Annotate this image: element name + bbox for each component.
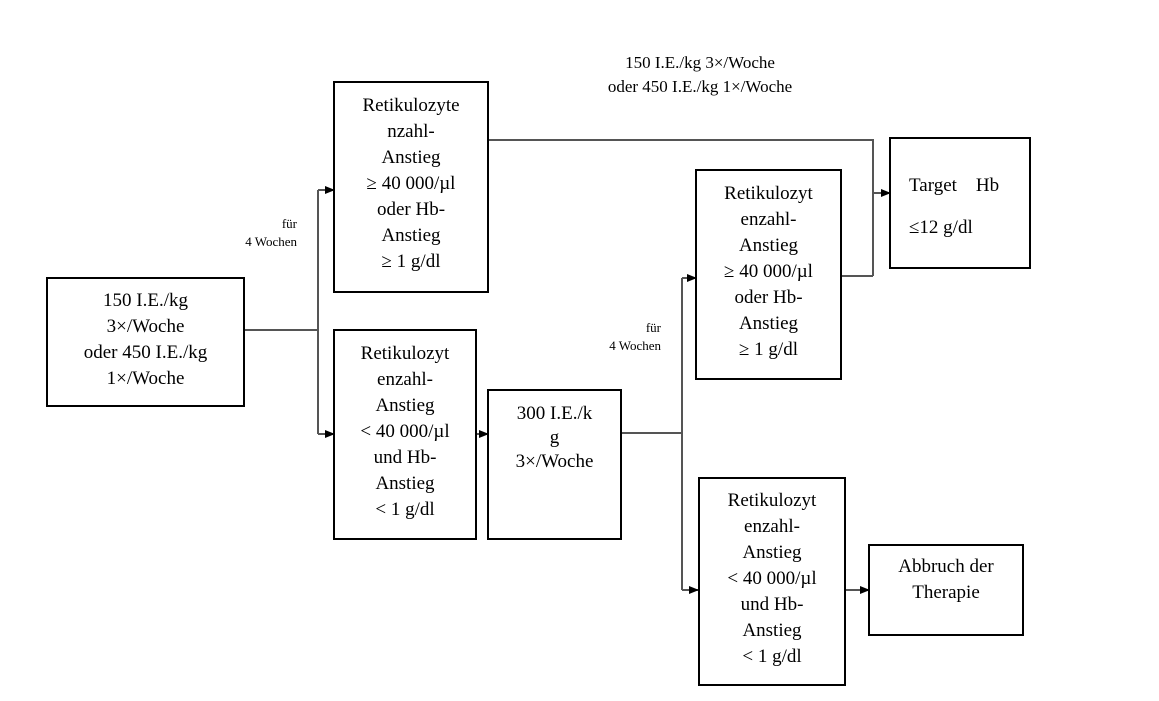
response-2-line: ≥ 40 000/µl <box>724 261 813 282</box>
no-response-2-line: enzahl- <box>744 516 800 537</box>
response-1-line: ≥ 1 g/dl <box>381 251 441 272</box>
stop-therapy-line: Abbruch der <box>898 556 994 577</box>
response-2-line: Anstieg <box>738 313 799 334</box>
connector-response-1-to-target <box>488 139 874 276</box>
response-1-line: Anstieg <box>381 147 441 168</box>
duration-label-line: für <box>645 320 661 335</box>
no-response-1-line: enzahl- <box>377 369 433 390</box>
response-1-line: Retikulozyte <box>362 95 460 116</box>
duration-label-line: für <box>281 216 297 231</box>
no-response-2-line: Anstieg <box>742 542 802 563</box>
response-2-line: oder Hb- <box>734 287 803 308</box>
no-response-1-line: und Hb- <box>373 447 437 468</box>
continue-dose-line: oder 450 I.E./kg 1×/Woche <box>607 77 793 96</box>
first-duration-label: für 4 Wochen <box>222 215 297 251</box>
no-response-box-1: Retikulozyt enzahl- Anstieg < 40 000/µl … <box>333 329 477 540</box>
no-response-1-line: Anstieg <box>375 473 435 494</box>
no-response-1-line: Retikulozyt <box>360 343 450 364</box>
response-1-line: ≥ 40 000/µl <box>366 173 456 194</box>
target-hb-line: ≤12 g/dl <box>909 217 973 238</box>
no-response-2-line: < 1 g/dl <box>742 646 802 667</box>
duration-label-line: 4 Wochen <box>609 338 661 353</box>
start-dose-line: 3×/Woche <box>106 316 185 337</box>
no-response-2-line: und Hb- <box>740 594 804 615</box>
response-2-line: Anstieg <box>738 235 799 256</box>
no-response-2-line: < 40 000/µl <box>727 568 817 589</box>
no-response-2-line: Anstieg <box>742 620 802 641</box>
response-1-line: nzahl- <box>387 121 435 142</box>
stop-therapy-line: Therapie <box>912 582 980 603</box>
continue-dose-line: 150 I.E./kg 3×/Woche <box>625 53 775 72</box>
response-2-line: enzahl- <box>740 209 797 230</box>
response-1-line: Anstieg <box>381 225 441 246</box>
response-box-1: Retikulozyte nzahl- Anstieg ≥ 40 000/µl … <box>333 81 489 293</box>
response-2-line: ≥ 1 g/dl <box>739 339 798 360</box>
start-dose-line: oder 450 I.E./kg <box>83 342 208 363</box>
second-duration-label: für 4 Wochen <box>585 319 661 355</box>
increased-dose-line: 3×/Woche <box>515 451 594 472</box>
no-response-1-line: < 1 g/dl <box>375 499 435 520</box>
increased-dose-line: 300 I.E./k <box>516 403 593 424</box>
target-hb-box: Target Hb ≤12 g/dl <box>889 137 1031 269</box>
increased-dose-box: 300 I.E./k g 3×/Woche <box>487 389 622 540</box>
increased-dose-line: g <box>549 427 560 448</box>
stop-therapy-box: Abbruch der Therapie <box>868 544 1024 636</box>
no-response-1-line: < 40 000/µl <box>360 421 450 442</box>
no-response-1-line: Anstieg <box>375 395 435 416</box>
duration-label-line: 4 Wochen <box>245 234 297 249</box>
response-1-line: oder Hb- <box>376 199 446 220</box>
continue-dose-label: 150 I.E./kg 3×/Woche oder 450 I.E./kg 1×… <box>570 51 830 99</box>
no-response-box-2: Retikulozyt enzahl- Anstieg < 40 000/µl … <box>698 477 846 686</box>
start-dose-box: 150 I.E./kg 3×/Woche oder 450 I.E./kg 1×… <box>46 277 245 407</box>
no-response-2-line: Retikulozyt <box>727 490 817 511</box>
target-hb-line: Target Hb <box>909 175 1000 196</box>
start-dose-line: 150 I.E./kg <box>103 290 188 311</box>
response-2-line: Retikulozyt <box>724 183 813 204</box>
response-box-2: Retikulozyt enzahl- Anstieg ≥ 40 000/µl … <box>695 169 842 380</box>
start-dose-line: 1×/Woche <box>106 368 185 389</box>
